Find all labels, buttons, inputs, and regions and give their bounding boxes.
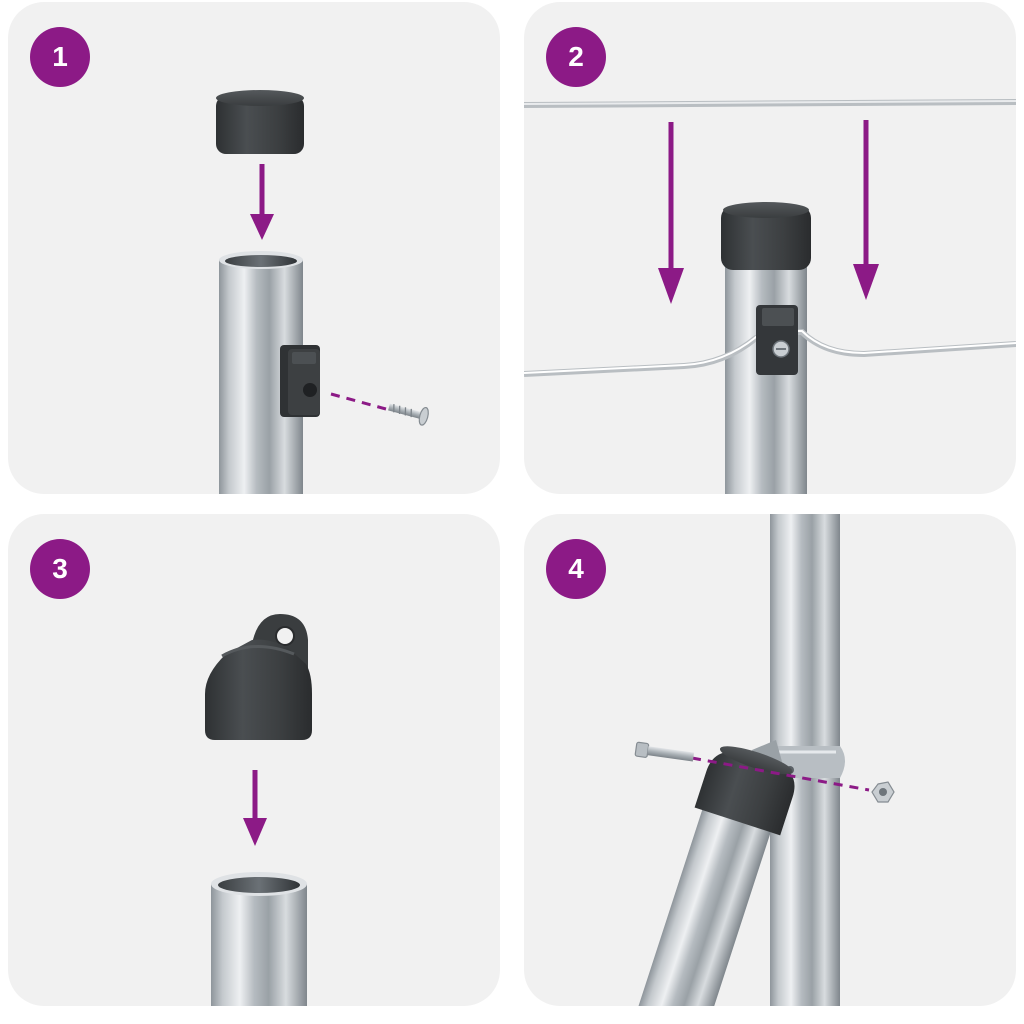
wire-clamp-icon: [280, 345, 320, 417]
step-4-illustration: [633, 514, 895, 1006]
step-4-badge: 4: [546, 539, 606, 599]
dashed-guide-line: [691, 756, 870, 792]
capped-post-icon: [721, 202, 811, 494]
down-arrow-icon: [853, 120, 879, 300]
down-arrow-icon: [250, 164, 274, 240]
step-1-badge: 1: [30, 27, 90, 87]
step-1-illustration: [216, 90, 429, 494]
brace-pipe-icon: [633, 746, 795, 1006]
down-arrow-icon: [658, 122, 684, 304]
wire-clamp-icon: [756, 305, 798, 375]
step-3-illustration: [205, 614, 312, 1006]
screw-icon: [388, 403, 429, 426]
step-3-panel: 3: [8, 514, 500, 1006]
step-3-badge: 3: [30, 539, 90, 599]
step-1-panel: 1: [8, 2, 500, 494]
step-2-panel: 2: [524, 2, 1016, 494]
dashed-guide-line: [330, 392, 387, 411]
end-cap-icon: [216, 90, 304, 154]
step-2-badge: 2: [546, 27, 606, 87]
down-arrow-icon: [243, 770, 267, 846]
tension-wire-icon: [524, 99, 1016, 108]
eye-cap-icon: [205, 614, 312, 740]
bolt-icon: [634, 741, 695, 762]
step-2-illustration: [524, 99, 1016, 494]
pipe-icon: [211, 872, 307, 1006]
step-4-panel: 4: [524, 514, 1016, 1006]
nut-icon: [871, 781, 895, 803]
